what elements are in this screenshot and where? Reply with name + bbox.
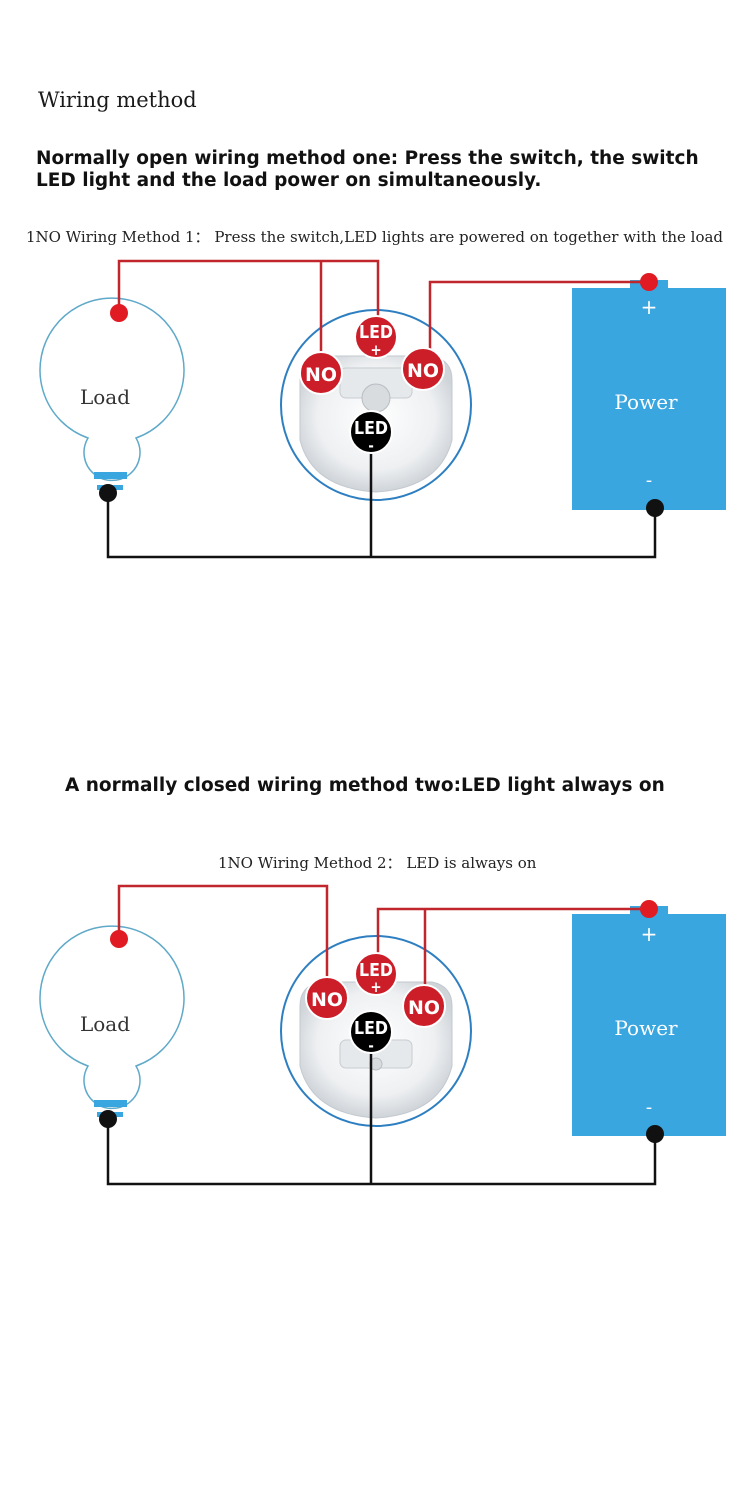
black-wires [106,440,657,559]
red-wires-2 [117,884,650,986]
pin-led-negative-label: LED [354,418,388,439]
power-terminal-negative [646,499,664,517]
power-label-2: Power [614,1016,678,1040]
power-label: Power [614,390,678,414]
page-title: Wiring method [38,88,197,112]
pin-led-negative: LED - [349,410,393,455]
pin-led-positive-label-2: LED [359,960,393,981]
pin-no-left: NO [299,351,343,395]
pin-led-negative-label-2: LED [354,1018,388,1039]
power-terminal-positive-2 [640,900,658,918]
pin-no-left-label: NO [305,364,337,386]
power-plus-label-2: + [641,922,658,946]
load-bulb-2: Load [39,925,185,1117]
pin-no-right-label-2: NO [408,997,440,1019]
load-terminal-red [110,304,128,322]
pin-no-left-label-2: NO [311,989,343,1011]
load-terminal-black-2 [99,1110,117,1128]
pin-no-right-2: NO [402,984,446,1028]
method-two-description: A normally closed wiring method two:LED … [65,775,665,796]
power-minus-label-2: - [646,1097,653,1118]
method-one-description: Normally open wiring method one: Press t… [36,148,699,191]
power-minus-label: - [646,470,653,491]
pin-led-positive-label: LED [359,322,393,343]
load-terminal-black [99,484,117,502]
pin-led-positive-sign: + [370,341,381,359]
pin-no-right-label: NO [407,360,439,382]
pin-no-left-2: NO [305,976,349,1020]
pin-led-positive: LED + [354,315,398,359]
power-supply-2: Power + - [572,906,726,1136]
pin-led-negative-sign: - [368,437,374,455]
load-label: Load [80,385,130,409]
pin-led-positive-sign-2: + [370,978,381,996]
pin-led-negative-sign-2: - [368,1037,374,1055]
diagram-method-one: Load Power + - [39,259,726,559]
pin-led-negative-2: LED - [349,1010,393,1055]
load-bulb: Load [39,297,185,490]
pin-led-positive-2: LED + [354,952,398,996]
power-terminal-negative-2 [646,1125,664,1143]
power-terminal-positive [640,273,658,291]
power-supply: Power + - [572,280,726,510]
pin-no-right: NO [401,347,445,391]
method-one-caption: 1NO Wiring Method 1： Press the switch,LE… [26,228,724,246]
diagram-method-two: Load Power + - [39,884,726,1186]
load-terminal-red-2 [110,930,128,948]
load-label-2: Load [80,1012,130,1036]
black-wires-2 [106,1050,657,1186]
power-plus-label: + [641,295,658,319]
method-two-caption: 1NO Wiring Method 2： LED is always on [218,854,537,872]
